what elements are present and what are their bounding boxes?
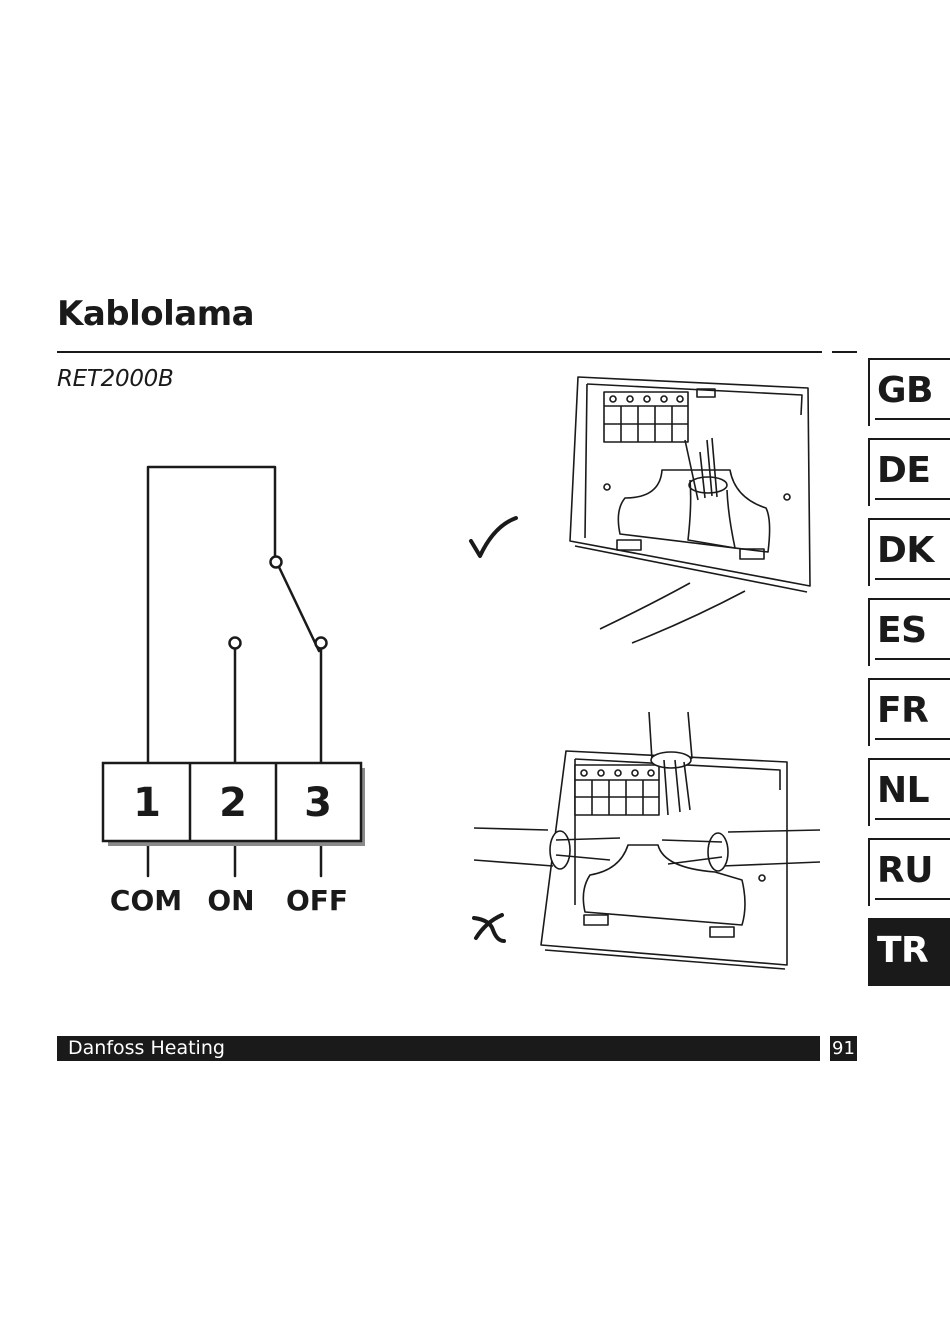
- terminal-3-number: 3: [304, 780, 332, 826]
- terminal-2-label: ON: [207, 884, 254, 917]
- lang-tab-fr[interactable]: FR: [868, 678, 950, 746]
- correct-check-icon: [469, 516, 518, 558]
- wrong-box-illustration: [473, 711, 821, 970]
- off-contact: [314, 636, 328, 650]
- on-contact: [228, 636, 242, 650]
- terminal-2-number: 2: [219, 780, 247, 826]
- model-name: RET2000B: [57, 366, 174, 392]
- lang-tab-ru[interactable]: RU: [868, 838, 950, 906]
- terminal-3-label: OFF: [286, 884, 348, 917]
- page-title: Kablolama: [57, 294, 255, 334]
- lang-tab-gb[interactable]: GB: [868, 358, 950, 426]
- footer-brand: Danfoss Heating: [57, 1036, 820, 1061]
- lang-tab-es[interactable]: ES: [868, 598, 950, 666]
- wrong-cross-icon: [472, 913, 506, 943]
- lang-tab-dk[interactable]: DK: [868, 518, 950, 586]
- lang-tab-nl[interactable]: NL: [868, 758, 950, 826]
- title-rule-short: [832, 351, 857, 353]
- terminal-1-label: COM: [110, 884, 182, 917]
- relay-schematic: [146, 465, 328, 878]
- terminal-1-number: 1: [133, 780, 161, 826]
- lang-tab-tr[interactable]: TR: [868, 918, 950, 986]
- title-rule: [57, 351, 822, 353]
- lang-tab-de[interactable]: DE: [868, 438, 950, 506]
- terminal-block: 1 2 3: [101, 761, 365, 846]
- page-number: 91: [830, 1036, 857, 1061]
- switch-pivot: [269, 555, 283, 569]
- correct-box-illustration: [569, 376, 811, 644]
